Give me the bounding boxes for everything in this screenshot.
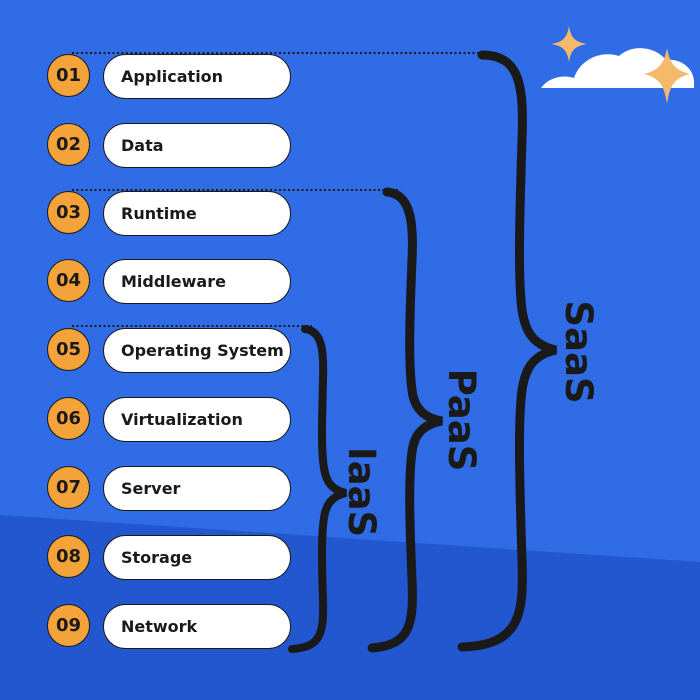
layer-number-badge: 08 — [47, 535, 90, 578]
layer-number-badge: 07 — [47, 466, 90, 509]
layer-label-pill: Server — [103, 466, 291, 511]
paas-brace — [367, 187, 443, 653]
layer-row-server: 07 Server — [47, 466, 292, 512]
layer-row-middleware: 04 Middleware — [47, 259, 292, 305]
layer-label-pill: Virtualization — [103, 397, 291, 442]
layer-row-operating-system: 05 Operating System — [47, 328, 292, 374]
layer-number-badge: 06 — [47, 397, 90, 440]
layer-label-pill: Data — [103, 123, 291, 168]
layer-number-badge: 09 — [47, 604, 90, 647]
paas-label: PaaS — [440, 369, 483, 472]
layer-row-runtime: 03 Runtime — [47, 191, 292, 237]
layer-label-pill: Middleware — [103, 259, 291, 304]
sparkle-icon — [644, 48, 690, 104]
layer-label-pill: Network — [103, 604, 291, 649]
layer-row-network: 09 Network — [47, 604, 292, 650]
layer-row-virtualization: 06 Virtualization — [47, 397, 292, 443]
layer-label-pill: Operating System — [103, 328, 291, 373]
iaas-label: IaaS — [340, 447, 383, 537]
layer-number-badge: 05 — [47, 328, 90, 371]
layer-row-storage: 08 Storage — [47, 535, 292, 581]
iaas-brace — [288, 325, 348, 653]
layer-row-data: 02 Data — [47, 123, 292, 169]
layer-label-pill: Application — [103, 54, 291, 99]
layer-number-badge: 02 — [47, 123, 90, 166]
sparkle-icon — [551, 26, 587, 62]
layer-label-pill: Storage — [103, 535, 291, 580]
layer-number-badge: 03 — [47, 191, 90, 234]
layer-row-application: 01 Application — [47, 54, 292, 100]
layer-label-pill: Runtime — [103, 191, 291, 236]
layer-number-badge: 04 — [47, 259, 90, 302]
saas-brace — [457, 50, 558, 652]
layer-number-badge: 01 — [47, 54, 90, 97]
saas-label: SaaS — [557, 300, 600, 403]
